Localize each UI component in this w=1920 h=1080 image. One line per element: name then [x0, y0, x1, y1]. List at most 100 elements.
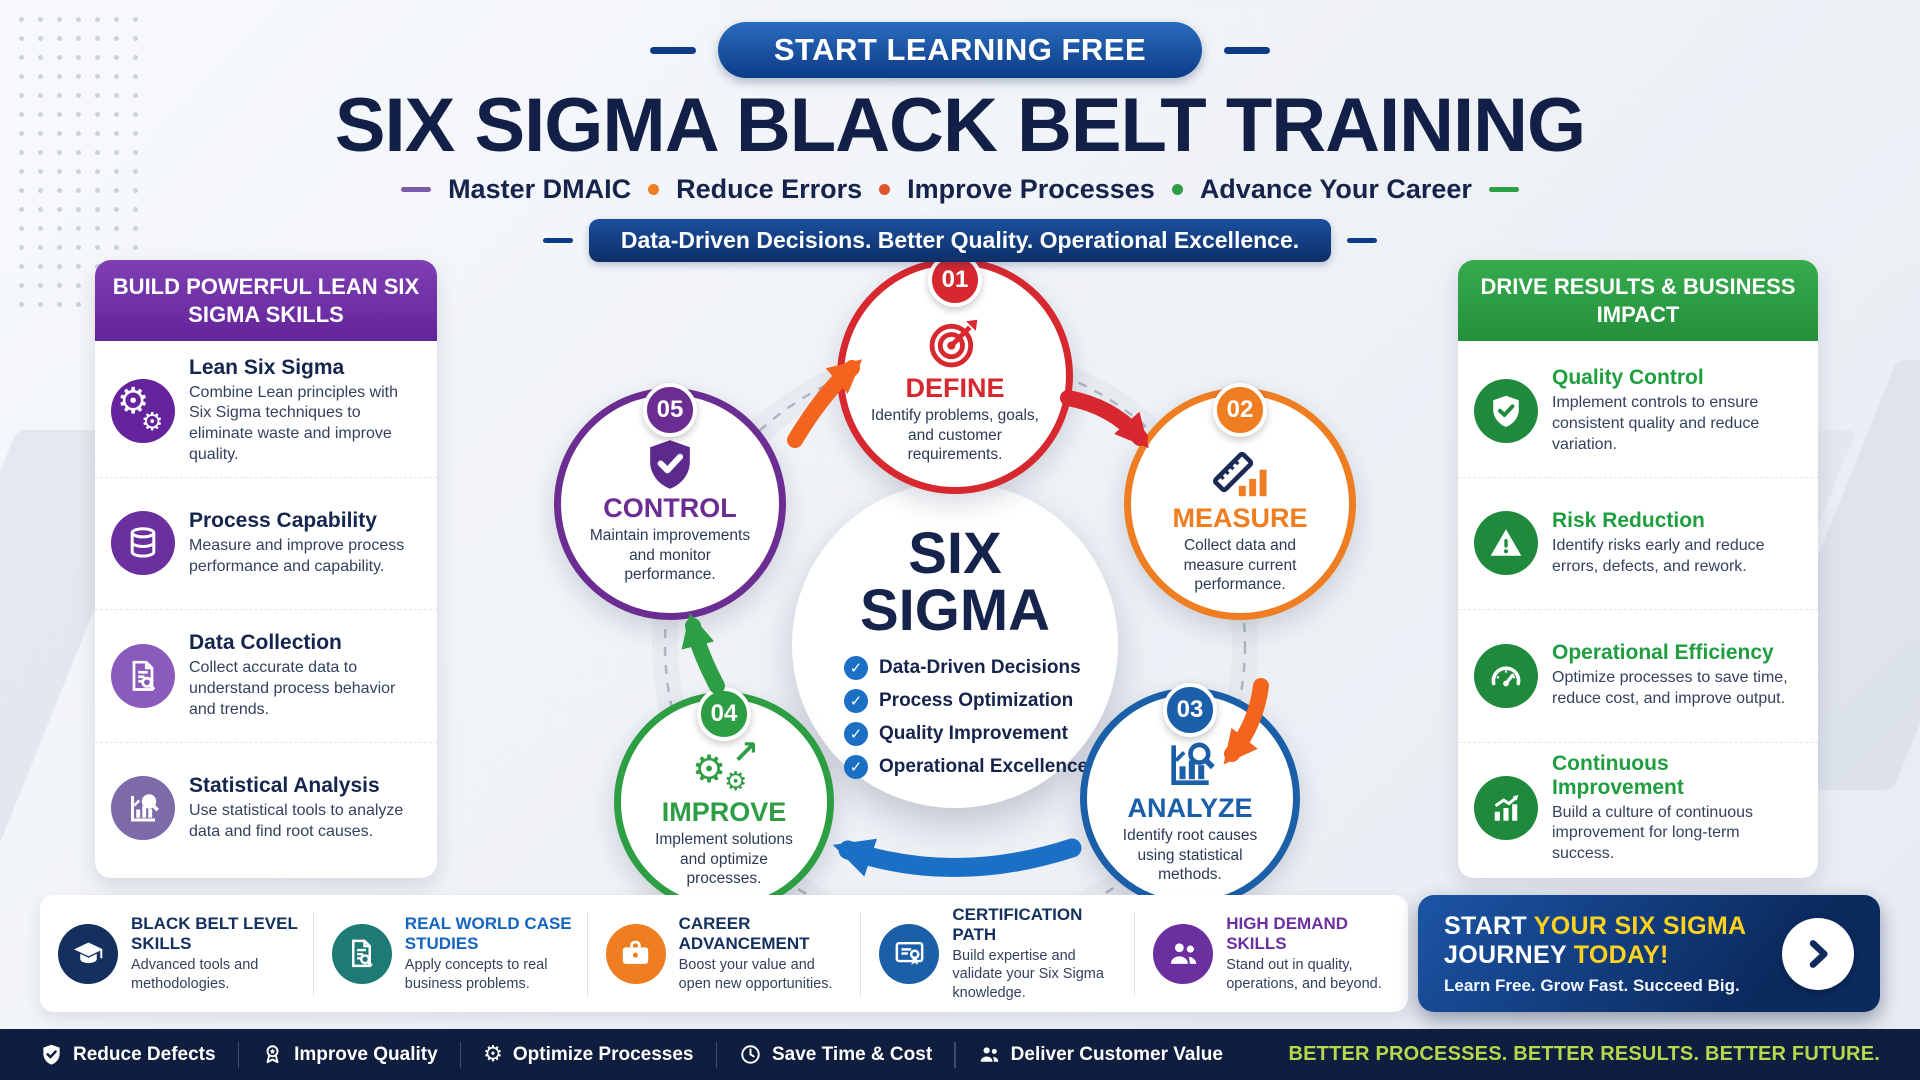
list-item: Quality Control Implement controls to en… — [1458, 345, 1818, 478]
cta-text-white: START — [1444, 911, 1527, 940]
chart-search-icon — [1087, 735, 1293, 793]
result-title: Operational Efficiency — [1552, 641, 1774, 665]
list-item: Continuous Improvement Build a culture o… — [1458, 743, 1818, 875]
check-circle-icon: ✓ — [844, 688, 868, 713]
checklist-label: Quality Improvement — [879, 722, 1068, 744]
divider — [459, 1041, 462, 1068]
footer-label: Save Time & Cost — [772, 1043, 933, 1065]
footer-item: Reduce Defects — [40, 1043, 216, 1066]
checklist-item: ✓ Quality Improvement — [844, 721, 1118, 746]
footer-label: Reduce Defects — [73, 1043, 216, 1065]
certificate-icon — [879, 923, 940, 984]
subtitle-right-dash — [1488, 187, 1519, 193]
shield-check-icon — [40, 1043, 63, 1066]
center-title-line1: SIX — [908, 521, 1002, 586]
gears-icon: ⚙⚙ — [111, 378, 175, 443]
dmaic-step-define: 01 DEFINE Identify problems, goals, and … — [837, 253, 1073, 494]
benefit-desc: Stand out in quality, operations, and be… — [1226, 957, 1382, 992]
cta-text-white: JOURNEY — [1444, 941, 1567, 969]
subtitle-row: Master DMAIC Reduce Errors Improve Proce… — [0, 174, 1920, 205]
skill-desc: Use statistical tools to analyze data an… — [189, 801, 404, 840]
list-item: BLACK BELT LEVEL SKILLS Advanced tools a… — [40, 912, 313, 996]
shield-check-icon — [1474, 378, 1538, 443]
list-item: ⚙⚙ Lean Six Sigma Combine Lean principle… — [95, 345, 437, 478]
clock-icon — [739, 1043, 762, 1066]
step-number-badge: 02 — [1213, 383, 1267, 437]
six-sigma-center-circle: SIX SIGMA ✓ Data-Driven Decisions ✓ Proc… — [792, 482, 1118, 808]
cta-text-yellow: YOUR SIX SIGMA — [1533, 911, 1747, 940]
step-desc: Maintain improvements and monitor perfor… — [589, 527, 751, 584]
step-name: MEASURE — [1172, 503, 1308, 533]
bullet-dot-orange — [648, 184, 660, 196]
dmaic-step-measure: 02 MEASURE Collect data and measure curr… — [1124, 383, 1356, 620]
skill-title: Lean Six Sigma — [189, 355, 345, 379]
cta-text-yellow: TODAY! — [1573, 941, 1669, 969]
step-desc: Identify root causes using statistical m… — [1122, 827, 1258, 884]
bullet-dot-green — [1171, 184, 1183, 196]
result-desc: Identify risks early and reduce errors, … — [1552, 536, 1765, 575]
divider — [954, 1041, 956, 1068]
skill-title: Process Capability — [189, 508, 377, 532]
list-item: Risk Reduction Identify risks early and … — [1458, 478, 1818, 610]
list-item: CERTIFICATION PATH Build expertise and v… — [860, 905, 1134, 1001]
start-journey-cta-button[interactable]: START YOUR SIX SIGMA JOURNEY TODAY! Lear… — [1418, 895, 1880, 1012]
skill-desc: Measure and improve process performance … — [189, 536, 405, 575]
ruler-chart-icon — [1131, 441, 1349, 503]
step-name: DEFINE — [905, 373, 1005, 403]
result-title: Quality Control — [1552, 366, 1704, 390]
badge-right-dash — [1224, 46, 1271, 54]
benefit-desc: Apply concepts to real business problems… — [404, 957, 548, 992]
cta-tagline: Learn Free. Grow Fast. Succeed Big. — [1444, 975, 1740, 995]
skill-desc: Collect accurate data to understand proc… — [189, 659, 396, 718]
step-desc: Implement solutions and optimize process… — [655, 831, 793, 888]
list-item: REAL WORLD CASE STUDIES Apply concepts t… — [312, 911, 587, 996]
benefit-title: CERTIFICATION PATH — [952, 905, 1083, 944]
right-results-panel: DRIVE RESULTS & BUSINESS IMPACT Quality … — [1458, 260, 1818, 878]
step-name: ANALYZE — [1127, 793, 1253, 823]
page-title: SIX SIGMA BLACK BELT TRAINING — [334, 83, 1586, 168]
briefcase-icon — [605, 923, 666, 984]
footer-bar: Reduce Defects Improve Quality ⚙ Optimiz… — [0, 1029, 1920, 1080]
dmaic-step-improve: 04 ⚙⚙↗ IMPROVE Implement solutions and o… — [614, 687, 834, 912]
footer-label: Optimize Processes — [512, 1043, 694, 1065]
subtitle-item: Advance Your Career — [1199, 174, 1472, 205]
list-item: Process Capability Measure and improve p… — [95, 478, 437, 610]
dmaic-step-control: 05 CONTROL Maintain improvements and mon… — [554, 383, 786, 620]
gear-icon: ⚙ — [483, 1041, 503, 1067]
divider — [237, 1041, 240, 1068]
list-item: Operational Efficiency Optimize processe… — [1458, 610, 1818, 743]
benefit-title: BLACK BELT LEVEL SKILLS — [131, 914, 298, 953]
shield-check-icon — [561, 435, 779, 493]
skill-title: Statistical Analysis — [189, 773, 380, 797]
skill-title: Data Collection — [189, 631, 342, 655]
people-icon — [1153, 923, 1214, 984]
tagline-left-dash — [542, 238, 573, 244]
step-name: IMPROVE — [661, 797, 787, 827]
result-desc: Build a culture of continuous improvemen… — [1552, 803, 1754, 863]
growth-chart-icon — [1474, 776, 1538, 841]
gears-arrow-icon: ⚙⚙↗ — [692, 733, 759, 797]
benefits-strip: BLACK BELT LEVEL SKILLS Advanced tools a… — [40, 895, 1408, 1012]
footer-item: ⚙ Optimize Processes — [483, 1041, 694, 1067]
footer-tagline: BETTER PROCESSES. BETTER RESULTS. BETTER… — [1288, 1043, 1880, 1065]
chevron-right-icon[interactable] — [1782, 917, 1854, 990]
footer-item: Save Time & Cost — [739, 1043, 932, 1066]
benefit-desc: Build expertise and validate your Six Si… — [952, 948, 1104, 1001]
checklist-label: Data-Driven Decisions — [879, 656, 1081, 678]
subtitle-left-dash — [401, 187, 432, 193]
step-name: CONTROL — [603, 493, 737, 523]
checklist-item: ✓ Data-Driven Decisions — [844, 655, 1118, 680]
dmaic-step-analyze: 03 ANALYZE Identify root causes using st… — [1080, 683, 1300, 908]
bullet-dot-red — [879, 184, 891, 196]
chart-search-icon — [111, 776, 175, 841]
warning-icon — [1474, 511, 1538, 576]
check-circle-icon: ✓ — [844, 655, 868, 680]
checklist-label: Process Optimization — [879, 689, 1074, 711]
footer-item: Improve Quality — [261, 1043, 438, 1066]
list-item: Data Collection Collect accurate data to… — [95, 610, 437, 743]
gauge-icon — [1474, 643, 1538, 708]
benefit-desc: Boost your value and open new opportunit… — [678, 957, 833, 992]
list-item: HIGH DEMAND SKILLS Stand out in quality,… — [1134, 911, 1408, 996]
result-title: Continuous Improvement — [1552, 751, 1684, 799]
left-skills-panel: BUILD POWERFUL LEAN SIX SIGMA SKILLS ⚙⚙ … — [95, 260, 437, 878]
